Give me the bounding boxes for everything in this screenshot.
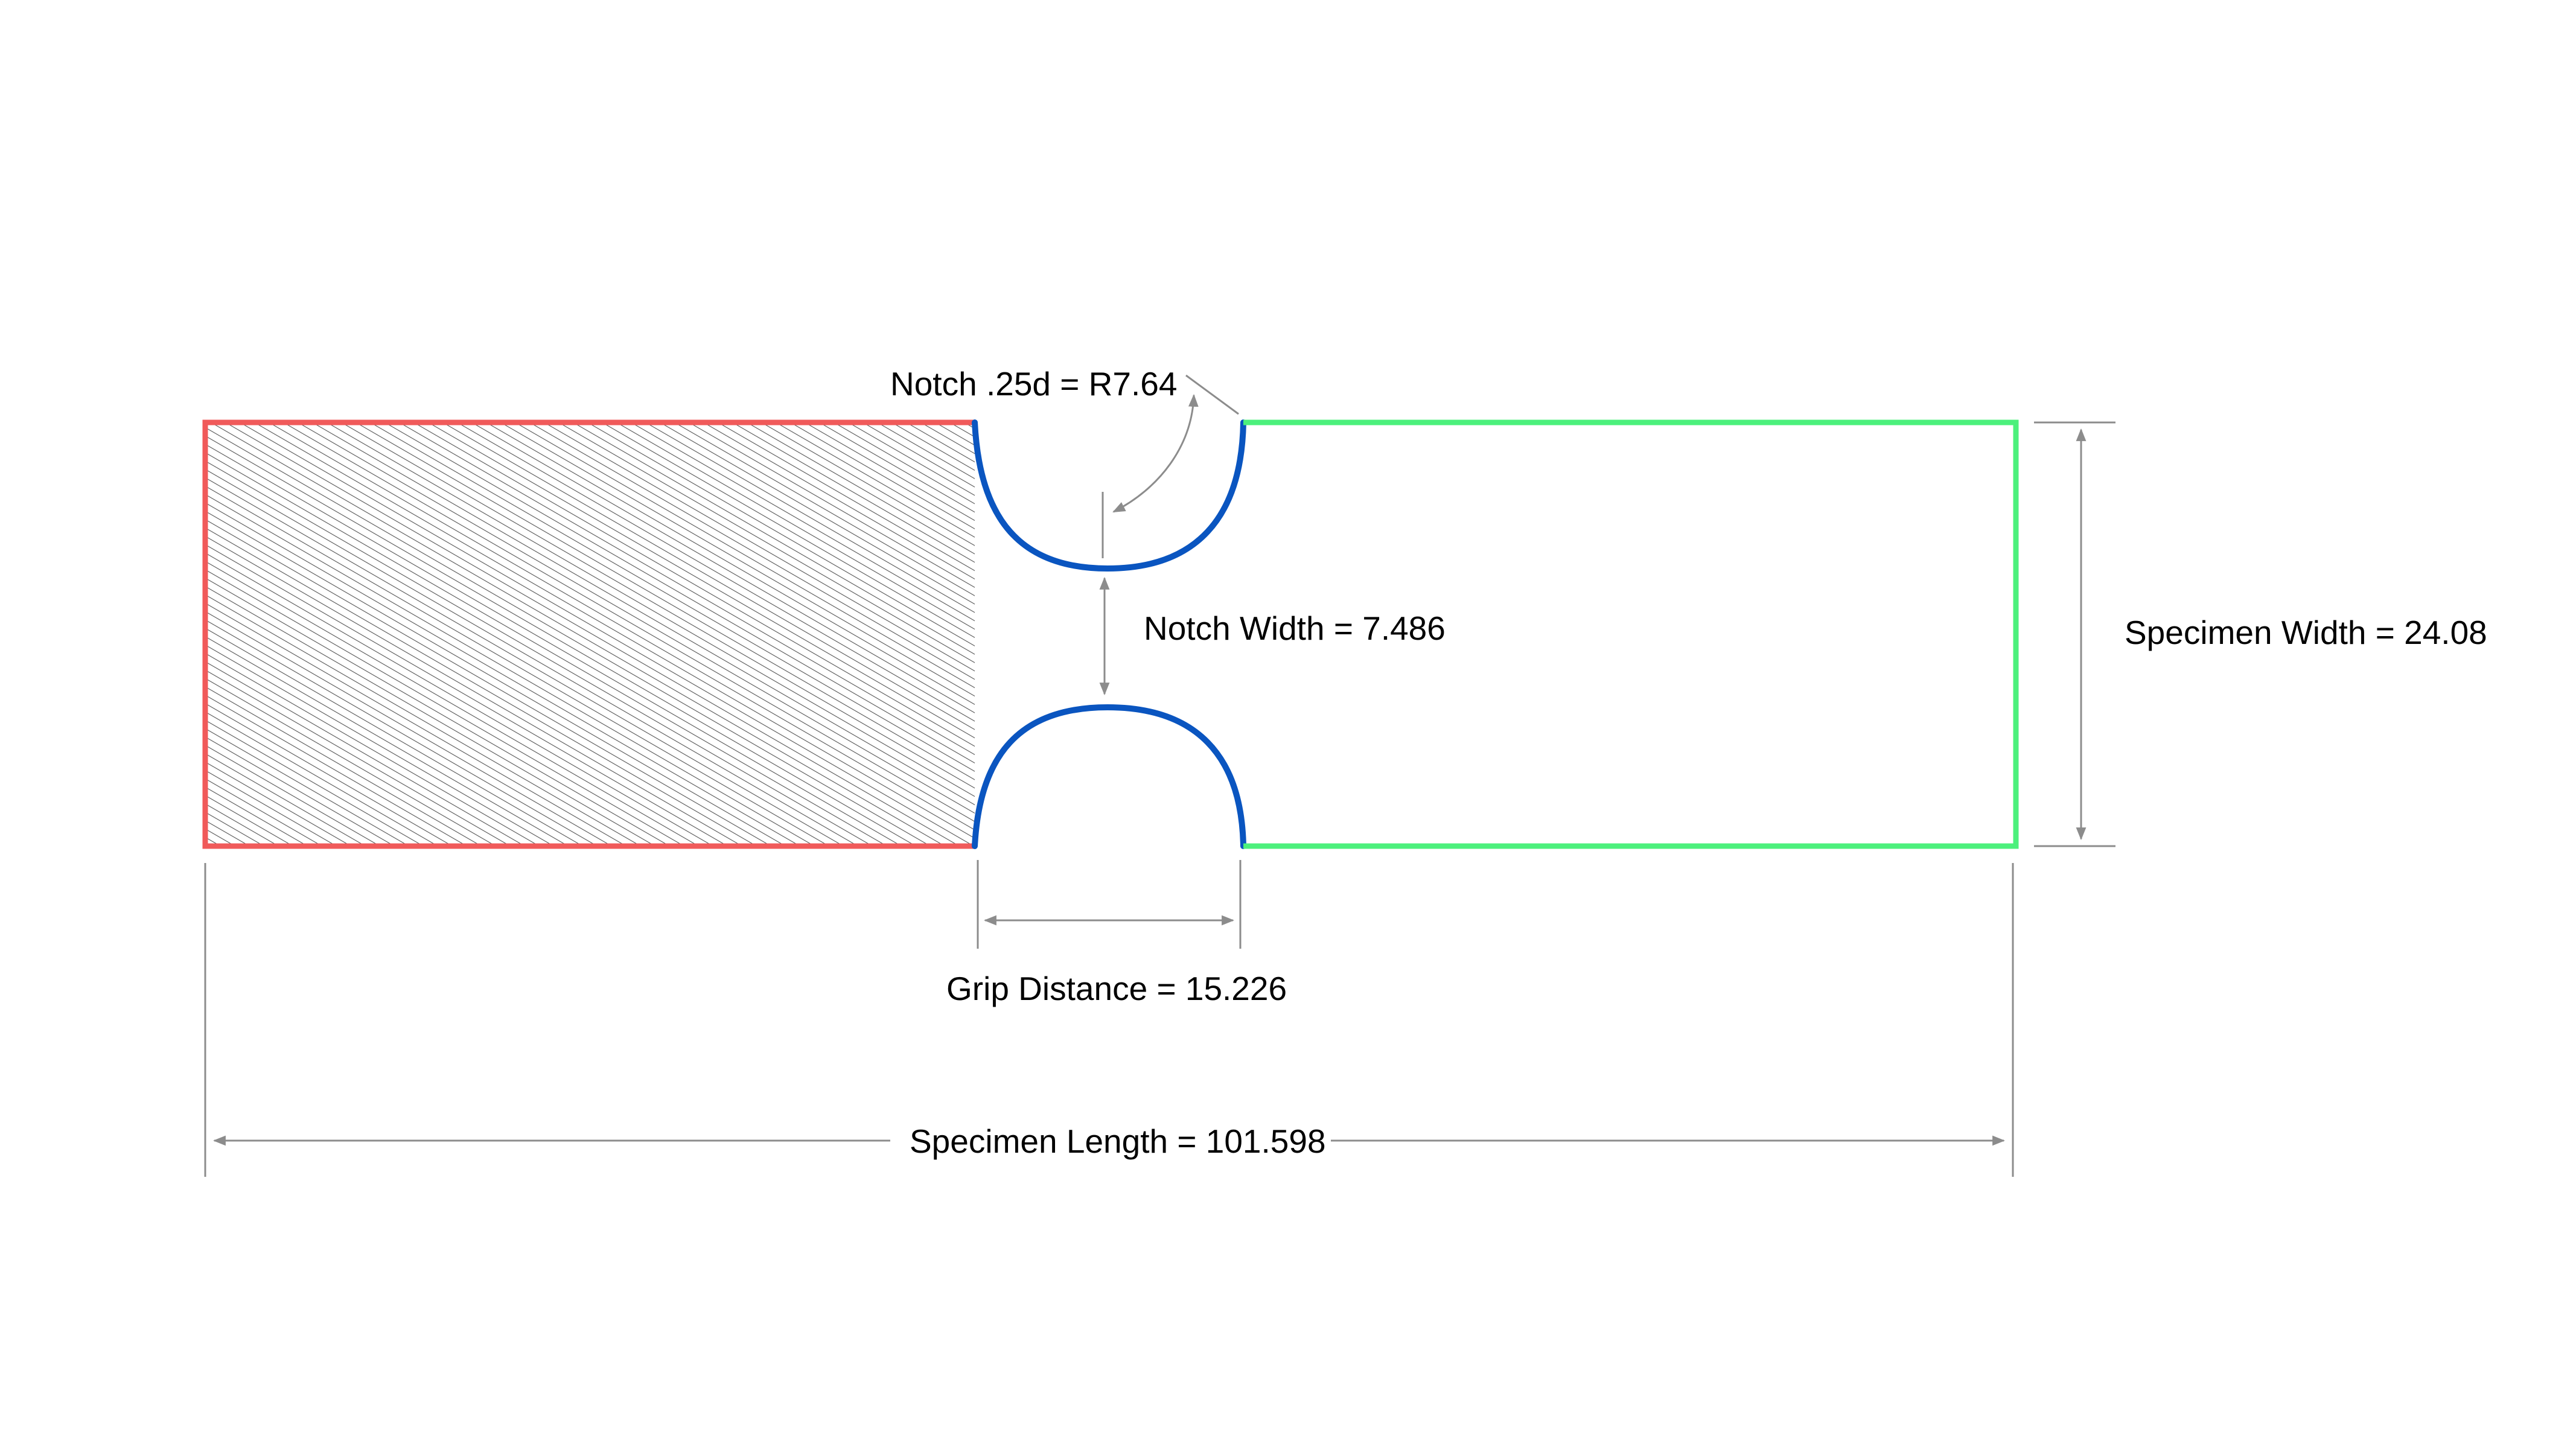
notch-radius-dimension (1101, 374, 1239, 558)
notch-section (972, 419, 1246, 849)
radius-arc-arrow (1112, 393, 1199, 513)
grip-distance-label: Grip Distance = 15.226 (946, 970, 1287, 1007)
radius-leader-line (1185, 374, 1239, 415)
notch-width-label: Notch Width = 7.486 (1144, 610, 1446, 647)
right-grip-outline (1243, 419, 2019, 849)
notch-radius-label: Notch .25d = R7.64 (890, 365, 1177, 403)
specimen-length-dimension (204, 863, 2014, 1177)
left-grip-section (202, 419, 975, 849)
grip-distance-dimension (977, 860, 1242, 949)
specimen-width-dimension (2034, 421, 2115, 847)
specimen-length-label: Specimen Length = 101.598 (910, 1123, 1326, 1160)
right-grip-section (1243, 419, 2019, 849)
bottom-notch-curve (972, 704, 1246, 849)
top-notch-curve (972, 419, 1246, 572)
left-grip-hatch (205, 422, 975, 846)
specimen-width-label: Specimen Width = 24.08 (2125, 614, 2487, 651)
left-grip-outline (202, 419, 975, 849)
